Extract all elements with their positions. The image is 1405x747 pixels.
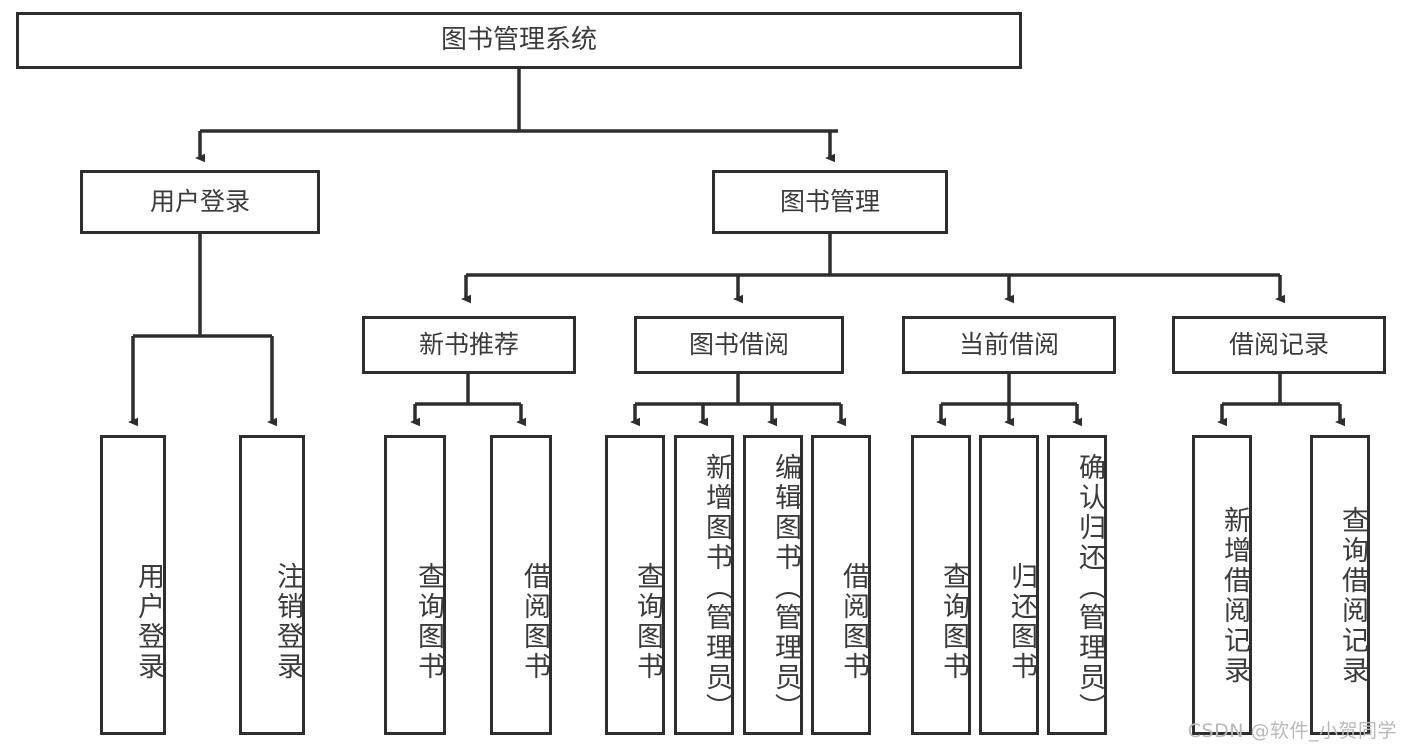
leaf-return-book[interactable]: 归还图书 — [979, 435, 1039, 735]
leaf-query-book-1[interactable]: 查询图书 — [384, 435, 446, 735]
node-borrow-record[interactable]: 借阅记录 — [1172, 316, 1386, 374]
node-new-book-recommend[interactable]: 新书推荐 — [362, 316, 576, 374]
leaf-add-book[interactable]: 新增图书（管理员） — [674, 435, 734, 735]
node-root[interactable]: 图书管理系统 — [16, 12, 1022, 69]
leaf-user-login[interactable]: 用户登录 — [100, 435, 166, 735]
node-current-borrow[interactable]: 当前借阅 — [902, 316, 1116, 374]
leaf-borrow-book-1[interactable]: 借阅图书 — [490, 435, 552, 735]
leaf-add-record[interactable]: 新增借阅记录 — [1192, 435, 1252, 735]
leaf-logout-login[interactable]: 注销登录 — [239, 435, 305, 735]
leaf-edit-book[interactable]: 编辑图书（管理员） — [743, 435, 803, 735]
node-book-borrow[interactable]: 图书借阅 — [634, 316, 844, 374]
leaf-query-book-3[interactable]: 查询图书 — [911, 435, 971, 735]
leaf-confirm-return[interactable]: 确认归还（管理员） — [1047, 435, 1107, 735]
leaf-query-book-2[interactable]: 查询图书 — [605, 435, 665, 735]
csdn-watermark: CSDN @软件_小贺同学 — [1187, 720, 1397, 742]
node-user-login[interactable]: 用户登录 — [80, 170, 320, 234]
leaf-query-record[interactable]: 查询借阅记录 — [1310, 435, 1370, 735]
leaf-borrow-book-2[interactable]: 借阅图书 — [811, 435, 871, 735]
node-book-manage[interactable]: 图书管理 — [712, 170, 948, 234]
